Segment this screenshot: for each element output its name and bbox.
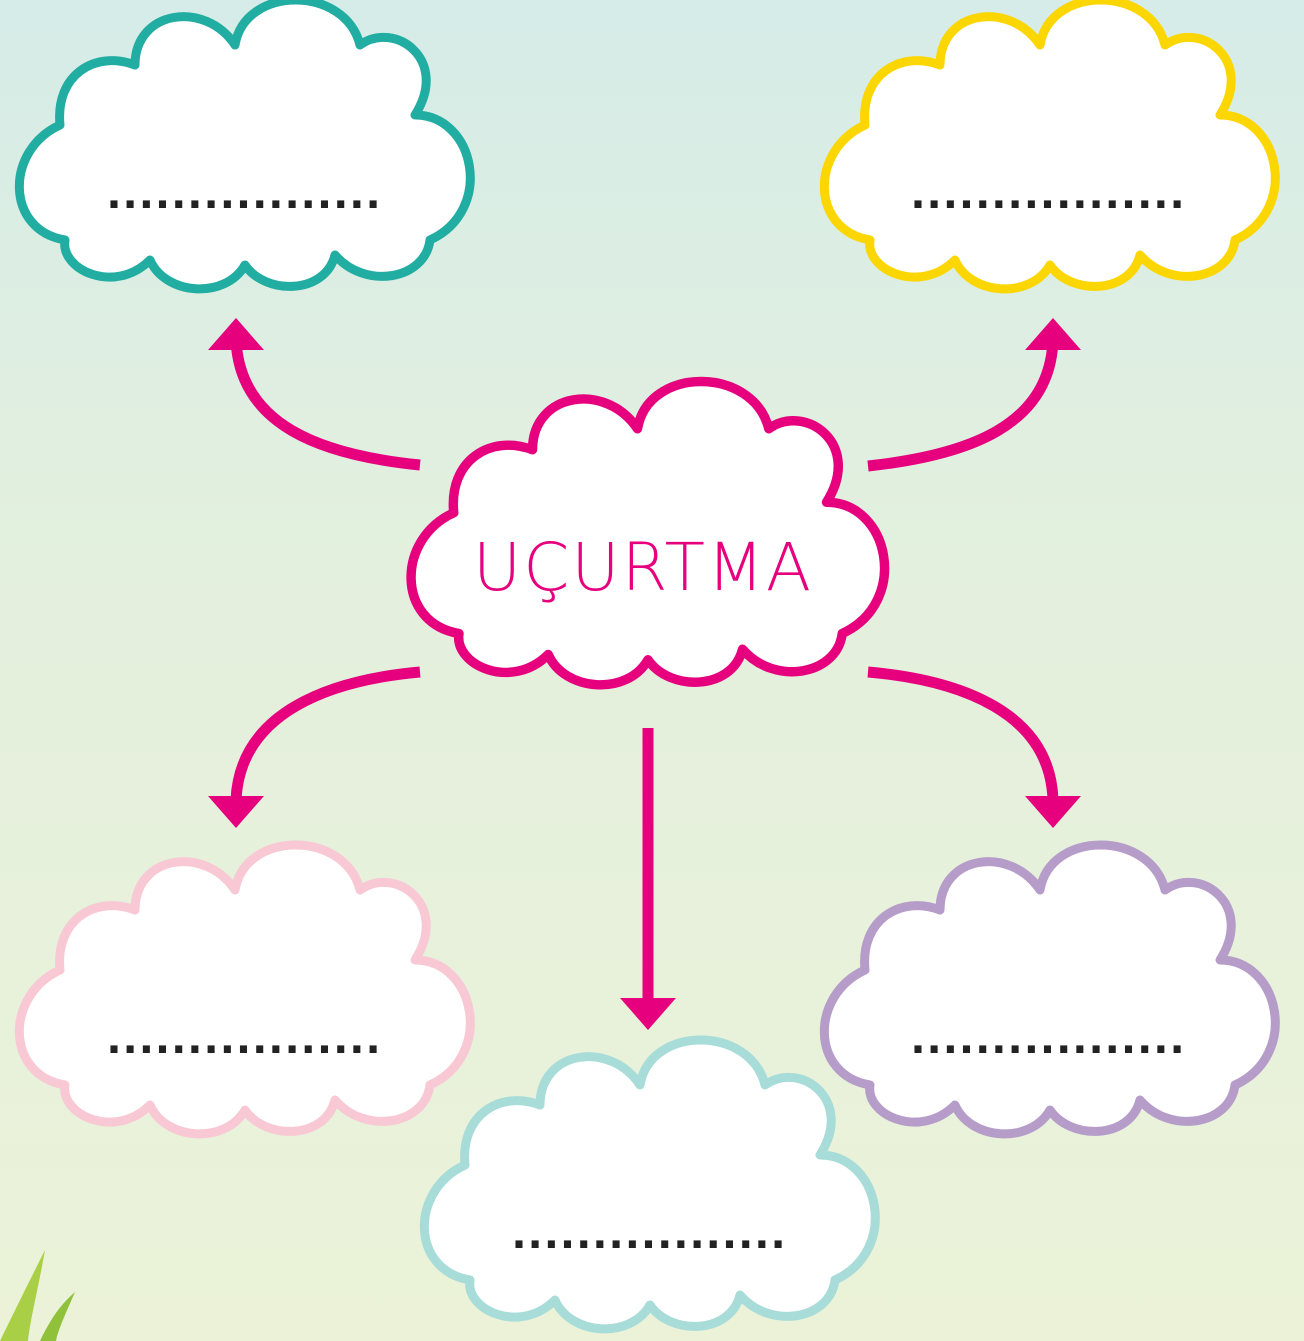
grass-decoration (0, 1250, 75, 1341)
cloud-outline (824, 0, 1275, 289)
arrow-to-bottom-right (867, 666, 1059, 801)
connectors (208, 318, 1081, 1030)
answer-blank[interactable]: ................. (106, 172, 381, 218)
cloud-outline (824, 845, 1275, 1134)
answer-blank[interactable]: ................. (910, 1017, 1185, 1063)
cloud-bottom-right[interactable] (824, 845, 1275, 1134)
cloud-top-right[interactable] (824, 0, 1275, 289)
answer-blank[interactable]: ................. (511, 1212, 786, 1258)
cloud-outline (19, 845, 470, 1134)
cloud-outline (424, 1040, 875, 1329)
arrowhead-bottom-left (208, 796, 264, 828)
arrowhead-top-right (1025, 318, 1081, 350)
arrowhead-bottom-center (620, 998, 676, 1030)
arrow-to-top-right (867, 339, 1059, 472)
arrowhead-bottom-right (1025, 796, 1081, 828)
arrow-to-bottom-left (230, 666, 421, 801)
cloud-top-left[interactable] (19, 0, 470, 289)
arrowhead-top-left (208, 318, 264, 350)
answer-blank[interactable]: ................. (106, 1017, 381, 1063)
center-label: UÇURTMA (473, 529, 813, 606)
arrow-to-top-left (230, 339, 421, 471)
cloud-bottom-left[interactable] (19, 845, 470, 1134)
answer-blank[interactable]: ................. (910, 172, 1185, 218)
cloud-outline (19, 0, 470, 289)
cloud-bottom-center[interactable] (424, 1040, 875, 1329)
